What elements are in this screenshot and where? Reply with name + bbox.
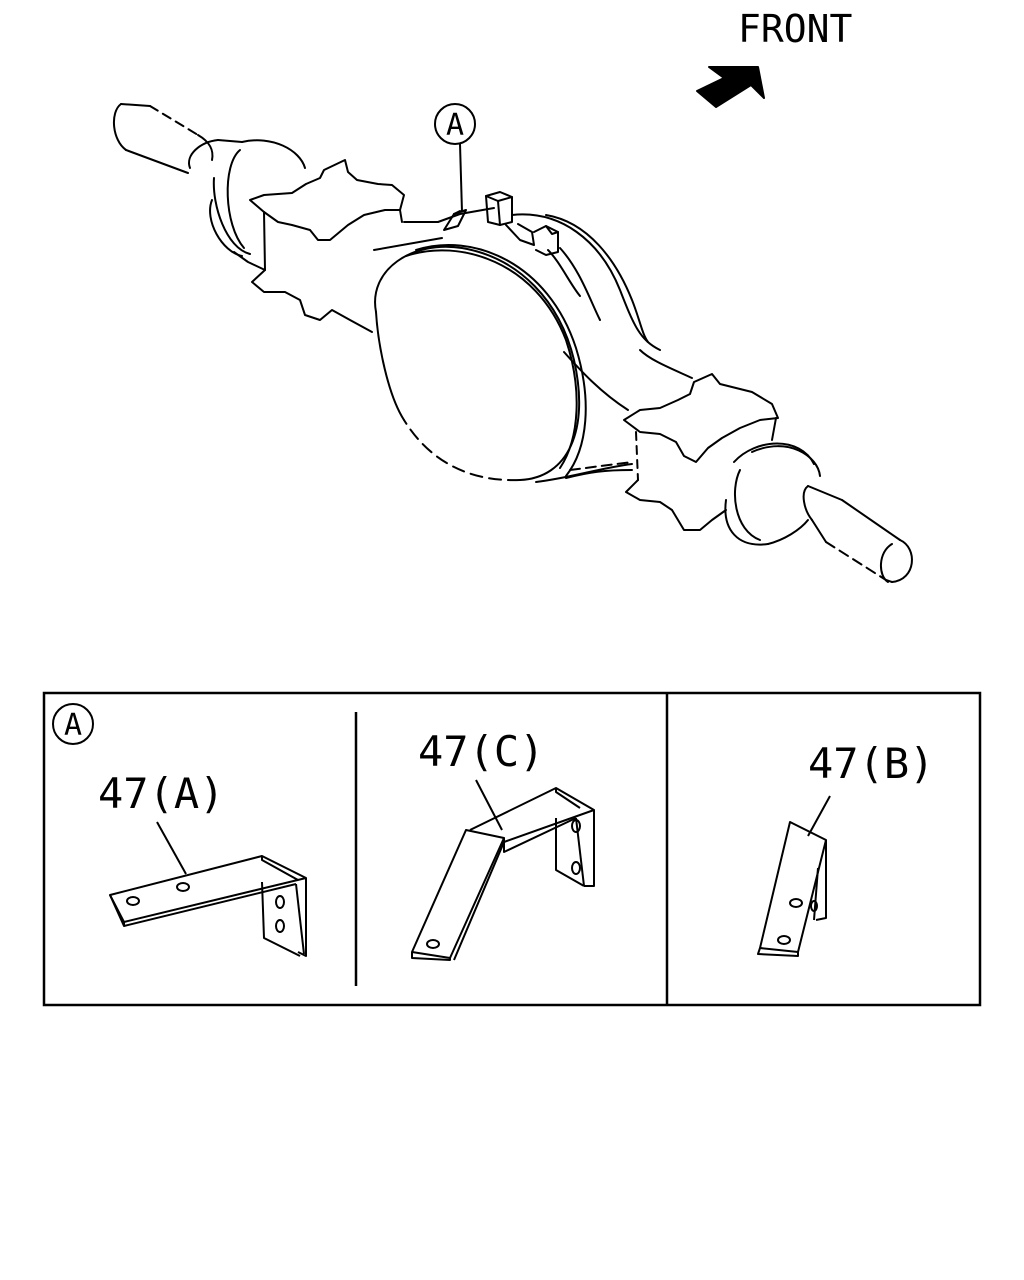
detail-panel-border xyxy=(42,691,982,1007)
callout-a-letter: A xyxy=(446,108,464,143)
right-hub xyxy=(724,442,821,546)
left-spring-seat-upper xyxy=(249,159,405,271)
left-axle-shaft xyxy=(113,103,214,174)
detail-section-a: A xyxy=(52,703,94,745)
part-47a: 47(A) xyxy=(98,769,307,957)
bracket-47c xyxy=(411,787,595,961)
mounting-tab xyxy=(443,209,467,231)
rear-axle-assembly xyxy=(113,103,913,583)
part-47c: 47(C) xyxy=(411,727,595,961)
bracket-47a xyxy=(109,855,307,957)
part-47b: 47(B) xyxy=(757,739,934,957)
part-47b-label: 47(B) xyxy=(808,739,934,788)
part-47a-label: 47(A) xyxy=(98,769,224,818)
right-spring-seat xyxy=(623,373,779,531)
left-hub xyxy=(188,139,306,257)
part-47c-label: 47(C) xyxy=(418,727,544,776)
front-arrow-icon xyxy=(696,66,765,108)
front-label: FRONT xyxy=(738,7,852,51)
detail-section-letter: A xyxy=(64,708,82,743)
axle-housing-body xyxy=(511,213,693,483)
right-axle-shaft xyxy=(802,485,913,583)
detail-panel: A 47(A) 47(C) xyxy=(42,691,982,1007)
bracket-47b xyxy=(757,821,827,957)
differential-cover xyxy=(374,243,587,482)
callout-a: A xyxy=(434,103,476,213)
left-spring-seat-lower xyxy=(233,251,373,333)
breather-blocks xyxy=(485,191,559,256)
callout-a-leader xyxy=(459,143,463,213)
